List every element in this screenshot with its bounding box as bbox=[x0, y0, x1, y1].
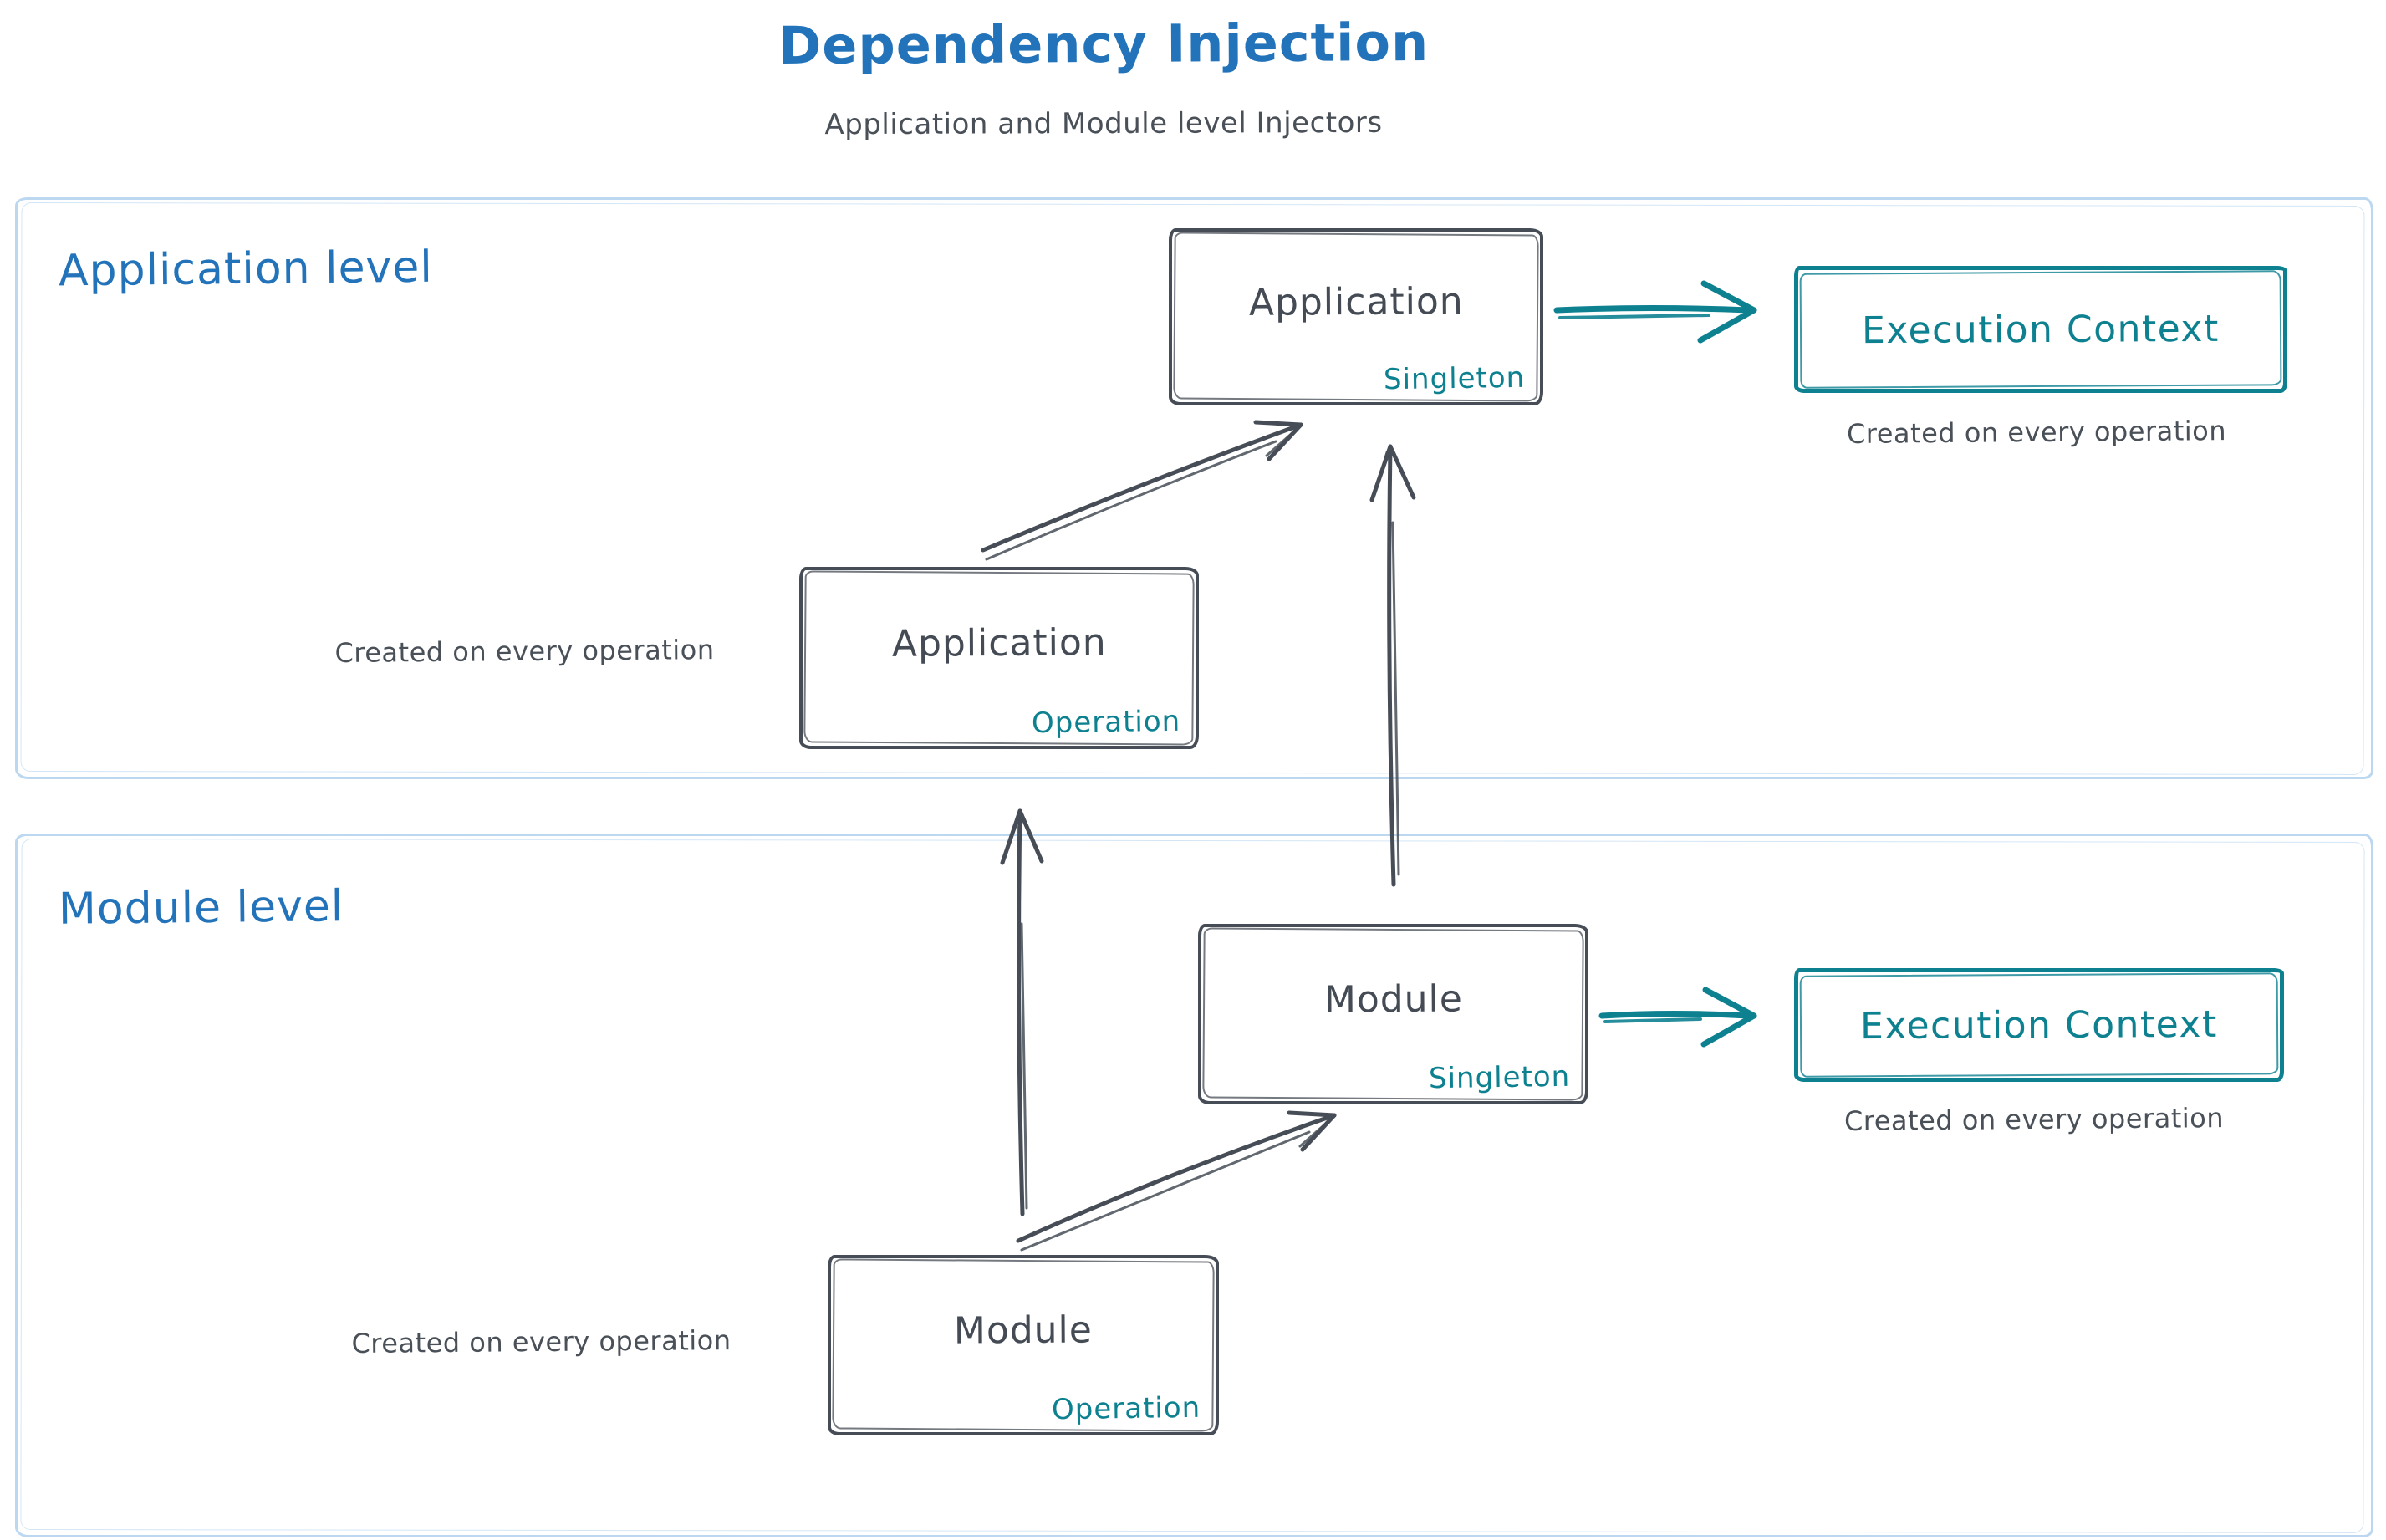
module-singleton-title: Module bbox=[1323, 977, 1463, 1022]
module-operation-box: Module Operation bbox=[828, 1255, 1219, 1435]
application-level-section bbox=[15, 197, 2373, 779]
page-title: Dependency Injection bbox=[777, 11, 1430, 77]
application-execution-context-label: Execution Context bbox=[1861, 307, 2220, 352]
application-operation-title: Application bbox=[891, 620, 1107, 665]
application-singleton-box: Application Singleton bbox=[1169, 228, 1543, 405]
application-level-label: Application level bbox=[58, 242, 434, 297]
module-execution-context-label: Execution Context bbox=[1859, 1002, 2219, 1048]
application-operation-tag: Operation bbox=[1031, 704, 1181, 741]
application-execution-context: Execution Context bbox=[1794, 266, 2287, 393]
module-execution-context: Execution Context bbox=[1794, 968, 2284, 1082]
module-operation-note: Created on every operation bbox=[351, 1324, 732, 1359]
application-singleton-tag: Singleton bbox=[1383, 360, 1526, 397]
module-level-label: Module level bbox=[58, 881, 344, 935]
application-operation-note: Created on every operation bbox=[334, 634, 715, 669]
module-operation-tag: Operation bbox=[1051, 1390, 1201, 1427]
module-level-section bbox=[15, 834, 2373, 1537]
page-subtitle: Application and Module level Injectors bbox=[824, 105, 1383, 142]
application-singleton-title: Application bbox=[1248, 279, 1464, 324]
application-execution-context-note: Created on every operation bbox=[1846, 415, 2227, 450]
application-operation-box: Application Operation bbox=[799, 567, 1199, 749]
module-operation-title: Module bbox=[953, 1308, 1094, 1353]
module-execution-context-note: Created on every operation bbox=[1843, 1102, 2225, 1137]
module-singleton-tag: Singleton bbox=[1428, 1059, 1571, 1096]
module-singleton-box: Module Singleton bbox=[1198, 924, 1588, 1104]
